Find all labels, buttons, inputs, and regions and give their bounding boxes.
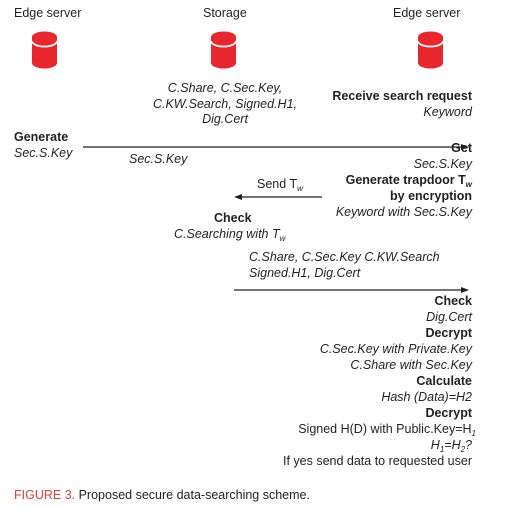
decrypt2-sub: 1 (471, 429, 476, 438)
check2-detail: Dig.Cert (426, 310, 472, 324)
decrypt2-text: Signed H(D) with Public.Key=H (298, 422, 472, 436)
decrypt2-heading: Decrypt (425, 406, 472, 420)
right-storage-cylinder-icon (417, 31, 444, 69)
send-text: Send T (257, 177, 298, 191)
arrow-right-to-storage-trapdoor (234, 194, 322, 200)
check1-detail: C.Searching with Tw (174, 227, 285, 247)
get-heading: Get (451, 141, 472, 155)
arrow3-label-line: Signed.H1, Dig.Cert (249, 265, 361, 280)
trapdoor-text: Generate trapdoor T (345, 173, 466, 187)
arrow3-label: C.Share, C.Sec.Key C.KW.Search Signed.H1… (249, 250, 440, 281)
send-label: Send Tw (257, 177, 303, 197)
final-step: If yes send data to requested user (282, 454, 472, 468)
storage-line: C.Share, C.Sec.Key, (167, 81, 283, 95)
calculate-heading: Calculate (416, 374, 472, 388)
compare-sub1: 1 (439, 445, 445, 454)
left-column-title: Edge server (14, 6, 82, 20)
right-column-title: Edge server (393, 6, 461, 20)
decrypt-line2: C.Share with Sec.Key (350, 358, 472, 372)
decrypt2-line1: Signed H(D) with Public.Key=H1 (298, 422, 476, 442)
left-storage-cylinder-icon (31, 31, 58, 69)
receive-heading: Receive search request (332, 89, 472, 103)
compare-line: H1=H2? (431, 438, 472, 458)
arrow3-label-line: C.Share, C.Sec.Key C.KW.Search (249, 250, 440, 264)
compare-end: ? (465, 438, 472, 452)
storage-line: C.KW.Search, Signed.H1, (152, 96, 298, 111)
compare-mid: =H (444, 438, 461, 452)
trapdoor-line3: Keyword with Sec.S.Key (335, 205, 472, 219)
check1-detail-text: C.Searching with T (174, 227, 280, 241)
decrypt-line1: C.Sec.Key with Private.Key (319, 342, 472, 356)
storage-contents: C.Share, C.Sec.Key, C.KW.Search, Signed.… (140, 81, 310, 128)
trapdoor-sub: w (465, 180, 472, 189)
check2-heading: Check (434, 294, 472, 308)
figure-caption: FIGURE 3. Proposed secure data-searching… (14, 488, 310, 502)
middle-storage-cylinder-icon (210, 31, 237, 69)
send-sub: w (297, 184, 303, 193)
decrypt-heading: Decrypt (425, 326, 472, 340)
trapdoor-line1: Generate trapdoor Tw (346, 173, 472, 193)
compare-sub2: 2 (460, 445, 466, 454)
compare-main: H (430, 438, 440, 452)
arrow1-label: Sec.S.Key (129, 152, 188, 166)
arrow-storage-to-right-ciphertext (234, 287, 469, 293)
middle-column-title: Storage (203, 6, 247, 20)
get-detail: Sec.S.Key (413, 157, 472, 171)
generate-heading: Generate (14, 130, 69, 144)
receive-detail: Keyword (423, 105, 472, 119)
check1-heading: Check (214, 211, 252, 225)
caption-text: Proposed secure data-searching scheme. (75, 488, 310, 502)
calculate-detail: Hash (Data)=H2 (381, 390, 472, 404)
generate-detail: Sec.S.Key (14, 146, 73, 160)
trapdoor-line2: by encryption (390, 189, 472, 203)
check1-detail-sub: w (279, 234, 286, 243)
caption-label: FIGURE 3. (14, 488, 76, 502)
storage-line: Dig.Cert (202, 112, 248, 126)
arrow-left-to-right-key (83, 144, 469, 150)
